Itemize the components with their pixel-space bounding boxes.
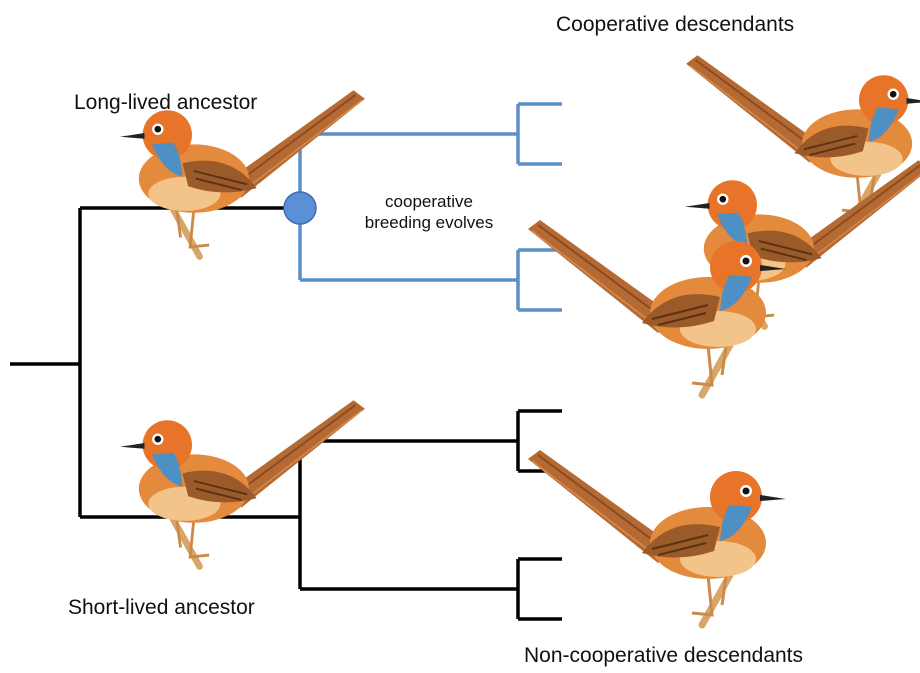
bird-icon <box>120 400 365 566</box>
event-label-line1: cooperative <box>349 191 509 212</box>
long-lived-ancestor-label: Long-lived ancestor <box>74 92 257 113</box>
event-label: cooperative breeding evolves <box>349 191 509 234</box>
bird-icon <box>528 220 786 395</box>
short-lived-ancestor-label: Short-lived ancestor <box>68 597 255 618</box>
cooperative-descendants-label: Cooperative descendants <box>556 14 794 35</box>
ancestral-branches <box>10 208 562 619</box>
event-node-icon <box>284 192 316 224</box>
bird-icon <box>528 450 786 625</box>
non-cooperative-descendants-label: Non-cooperative descendants <box>524 645 803 666</box>
bird-icon <box>120 90 365 256</box>
event-label-line2: breeding evolves <box>349 212 509 233</box>
